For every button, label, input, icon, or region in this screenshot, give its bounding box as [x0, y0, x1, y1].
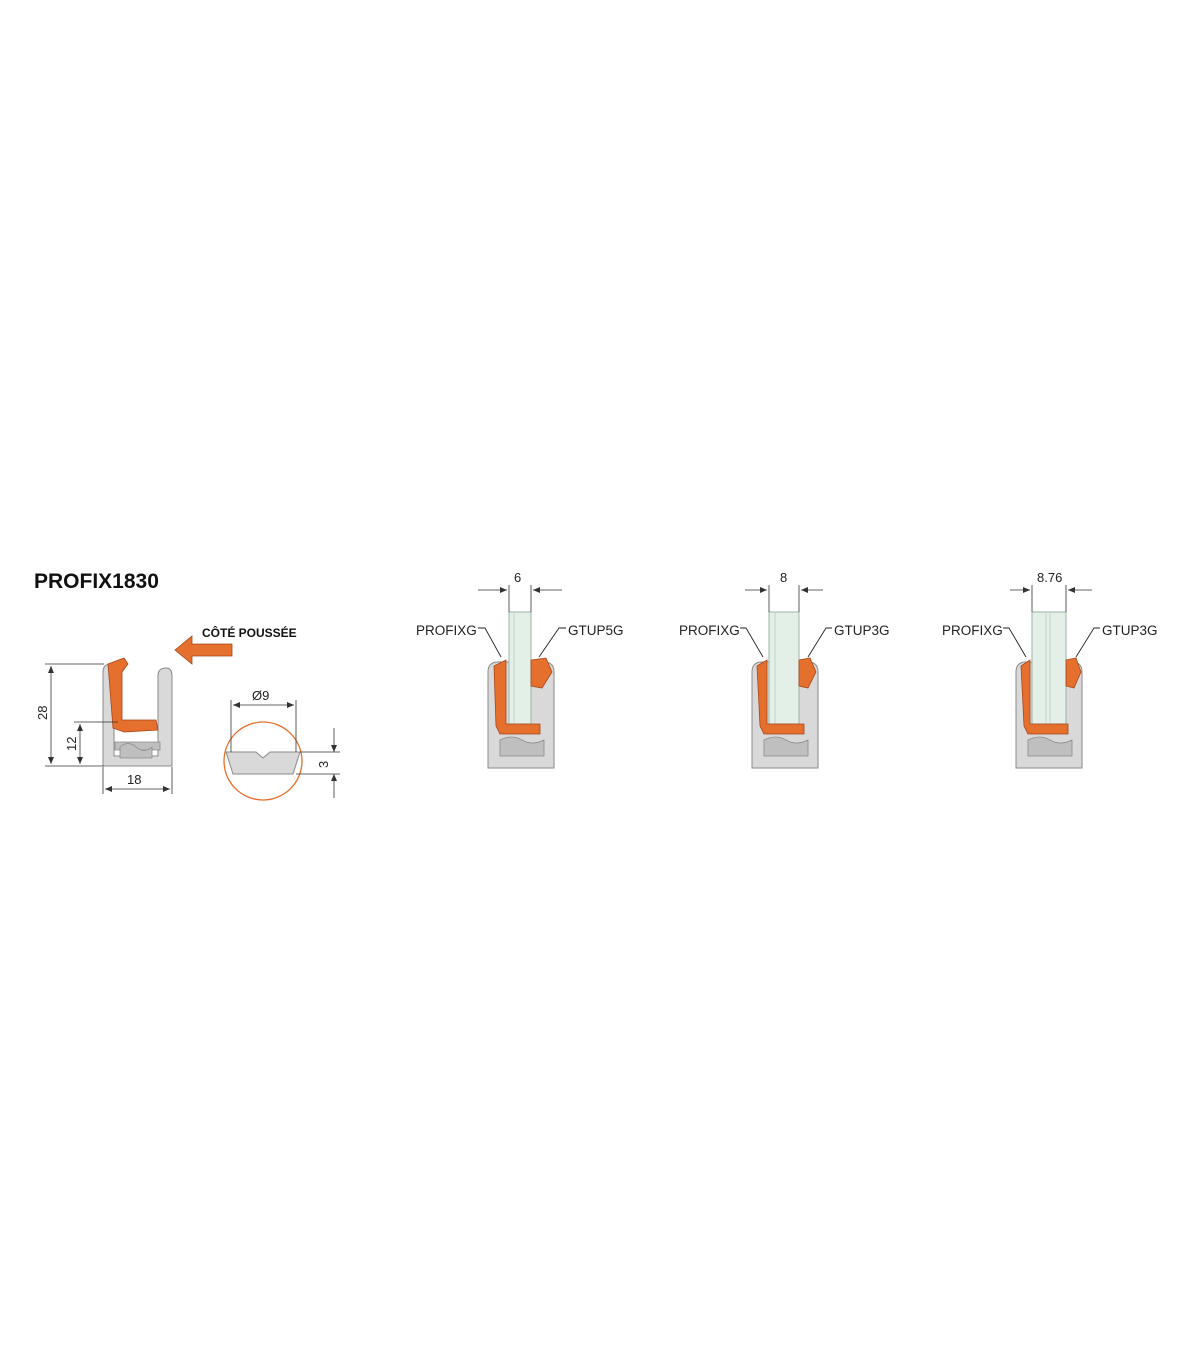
gasket-profixg [107, 657, 159, 733]
section-1-glass-pane [508, 611, 532, 725]
section-2-thickness-value: 8 [780, 570, 787, 585]
clip-insert [119, 743, 153, 759]
diameter-dimension-value: Ø9 [252, 688, 269, 703]
depth-dimension-value: 3 [316, 761, 331, 768]
detail-gasket-section [225, 751, 301, 775]
section-2-left-leader [740, 627, 764, 658]
push-side-arrow-icon [174, 635, 233, 665]
section-2-gasket-left [756, 659, 805, 735]
section-3-gasket-right [1065, 657, 1082, 689]
section-3-glass-pane [1031, 611, 1067, 725]
section-1-gasket-right [530, 657, 553, 689]
section-2-gasket-right [798, 657, 817, 689]
section-3-gasket-left [1020, 659, 1069, 735]
glass-section-2: 8 PROFIXG GTUP3G [679, 570, 890, 769]
section-1-thickness-value: 6 [514, 570, 521, 585]
glass-section-3: 8.76 PROFIXG GTUP3G [942, 570, 1158, 769]
section-3-clip-insert [1027, 736, 1073, 757]
detail-circle [223, 721, 303, 801]
section-1-left-leader [478, 627, 502, 658]
section-2-right-leader [807, 627, 832, 658]
section-3-thickness-value: 8.76 [1037, 570, 1062, 585]
product-title: PROFIX1830 [34, 570, 159, 593]
width-dimension-value: 18 [127, 772, 141, 787]
section-1-right-label: GTUP5G [568, 623, 624, 638]
gasket-detail: Ø9 3 [223, 688, 340, 801]
section-3-right-leader [1075, 627, 1100, 658]
section-3-left-leader [1003, 627, 1027, 658]
section-3-right-label: GTUP3G [1102, 623, 1158, 638]
section-1-gasket-left [493, 659, 541, 735]
section-2-right-label: GTUP3G [834, 623, 890, 638]
section-2-glass-pane [768, 611, 800, 725]
glass-section-1: 6 PROFIXG GTUP5G [416, 570, 624, 769]
section-1-right-leader [538, 627, 566, 658]
section-1-clip-insert [499, 736, 545, 757]
profile-section-main: CÔTÉ POUSSÉE 28 12 18 [35, 625, 297, 794]
height-dimension-value: 28 [35, 706, 50, 720]
section-2-left-label: PROFIXG [679, 623, 740, 638]
section-3-left-label: PROFIXG [942, 623, 1003, 638]
section-1-left-label: PROFIXG [416, 623, 477, 638]
inner-height-dimension-value: 12 [64, 737, 79, 751]
section-2-clip-insert [763, 736, 809, 757]
push-side-label: CÔTÉ POUSSÉE [202, 625, 297, 640]
